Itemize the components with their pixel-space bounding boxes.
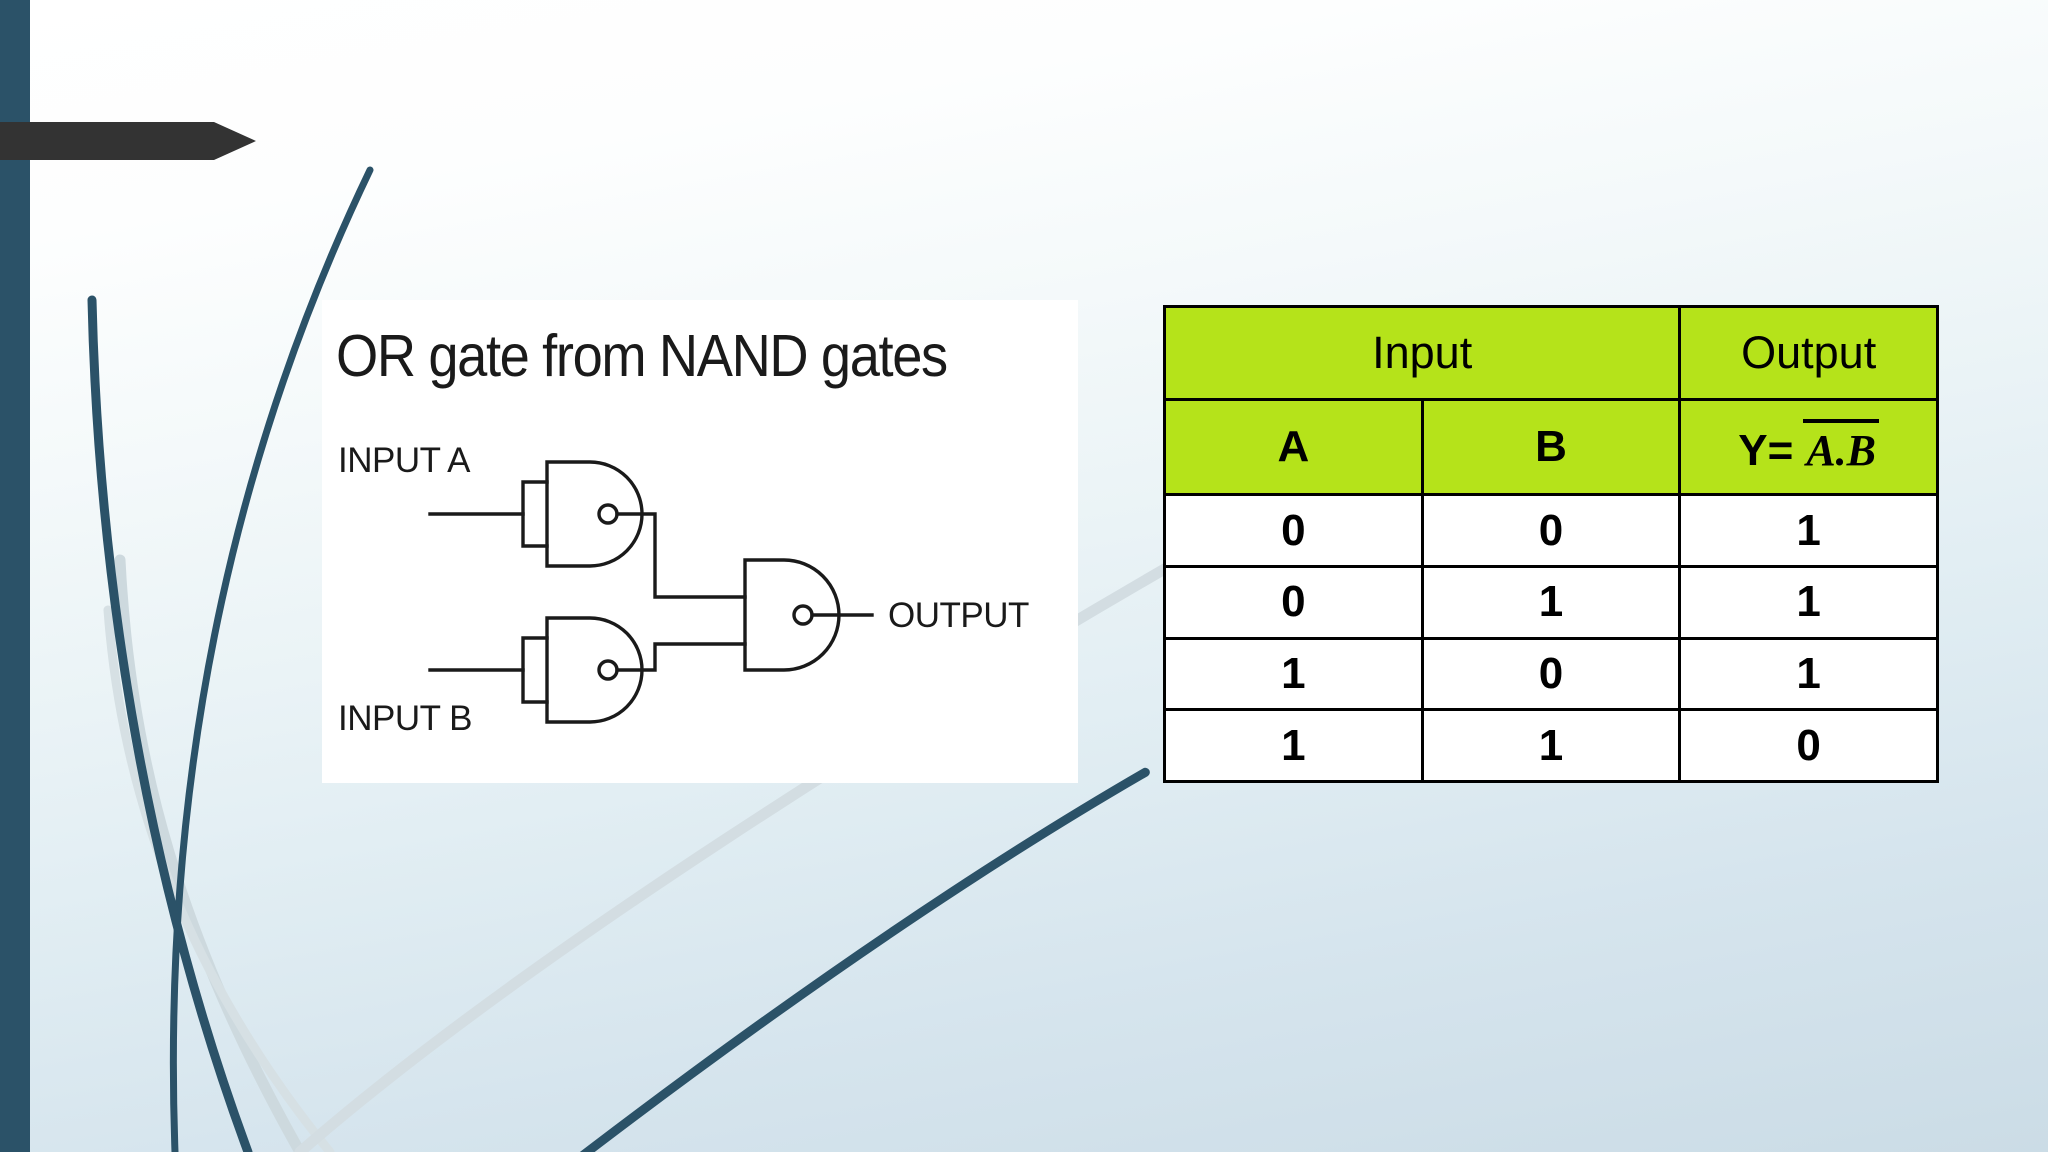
arrow-banner-shape bbox=[0, 122, 256, 160]
cell-y: 1 bbox=[1678, 493, 1939, 568]
cell-y: 1 bbox=[1678, 564, 1939, 640]
label-output: OUTPUT bbox=[888, 596, 1029, 635]
cell-a: 0 bbox=[1163, 493, 1424, 568]
cell-b: 0 bbox=[1420, 493, 1682, 568]
cell-b: 1 bbox=[1420, 708, 1682, 783]
logic-circuit-diagram: INPUT A INPUT B OUTPUT bbox=[338, 441, 1030, 738]
label-input-a: INPUT A bbox=[338, 441, 471, 480]
cell-y: 1 bbox=[1678, 636, 1939, 712]
cell-a: 1 bbox=[1163, 636, 1424, 712]
y-prefix: Y= bbox=[1738, 425, 1794, 475]
cell-a: 1 bbox=[1163, 708, 1424, 783]
table-row: 0 0 1 bbox=[1163, 493, 1939, 568]
table-row: 1 0 1 bbox=[1163, 636, 1939, 712]
group-header-output: Output bbox=[1678, 305, 1939, 401]
y-expression-overbar: A.B bbox=[1803, 418, 1880, 474]
column-header-y: Y= A.B bbox=[1678, 397, 1939, 497]
column-header-a: A bbox=[1163, 397, 1424, 497]
cell-b: 0 bbox=[1420, 636, 1682, 712]
cell-b: 1 bbox=[1420, 564, 1682, 640]
left-accent-band bbox=[0, 0, 30, 1152]
label-input-b: INPUT B bbox=[338, 699, 472, 738]
group-header-input: Input bbox=[1162, 305, 1682, 401]
table-column-header-row: A B Y= A.B bbox=[1163, 397, 1939, 497]
table-row: 0 1 1 bbox=[1163, 564, 1939, 640]
diagram-title: OR gate from NAND gates bbox=[336, 323, 948, 389]
picture-panel: OR gate from NAND gates bbox=[322, 300, 1078, 783]
nand-truth-table: Input Output A B Y= A.B 0 0 bbox=[1162, 305, 1939, 783]
truth-table-container: Input Output A B Y= A.B 0 0 bbox=[1162, 305, 1939, 783]
cell-y: 0 bbox=[1678, 708, 1939, 783]
cell-a: 0 bbox=[1163, 564, 1424, 640]
table-group-header-row: Input Output bbox=[1162, 305, 1939, 401]
table-row: 1 1 0 bbox=[1163, 708, 1939, 783]
column-header-b: B bbox=[1420, 397, 1682, 497]
